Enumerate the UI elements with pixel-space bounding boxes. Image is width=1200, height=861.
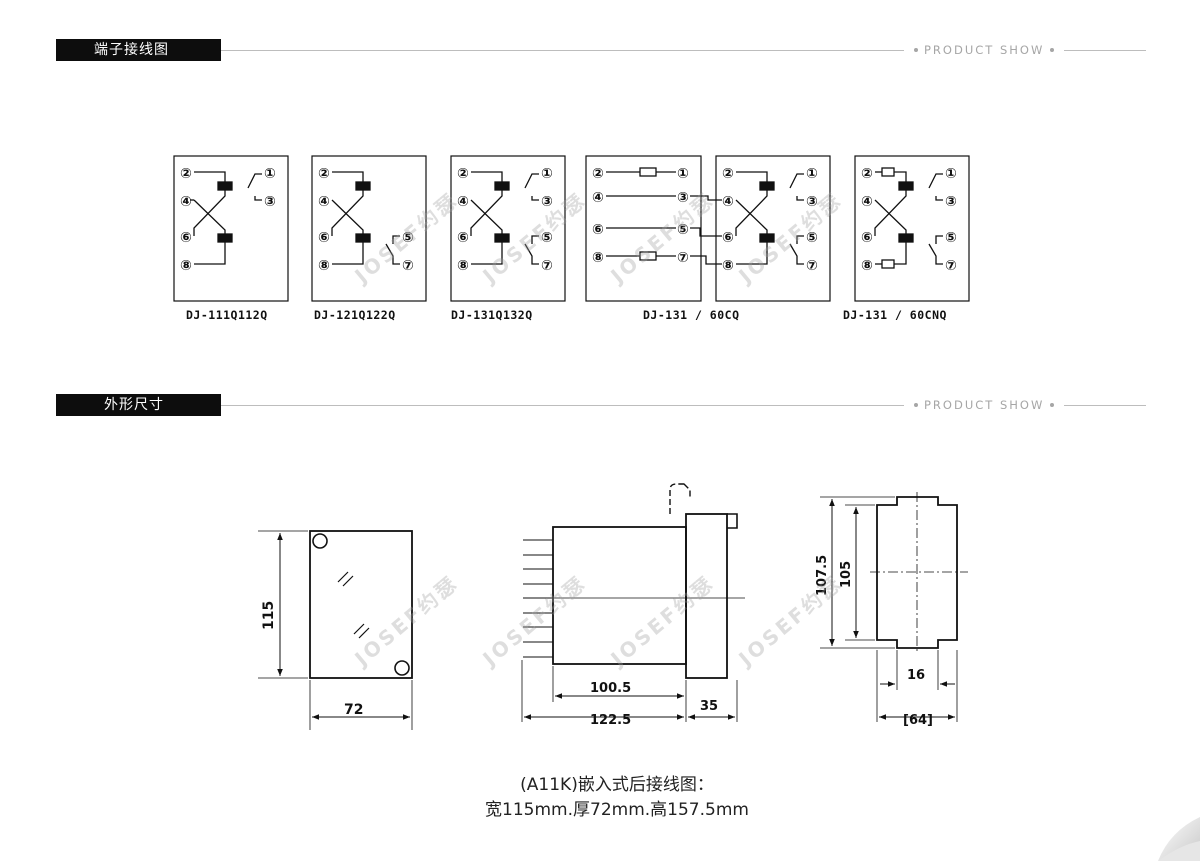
terminal-8: ⑧	[180, 258, 192, 274]
svg-text:②: ②	[592, 166, 604, 182]
svg-text:⑧: ⑧	[592, 250, 604, 266]
svg-text:⑤: ⑤	[677, 222, 689, 238]
svg-text:③: ③	[806, 194, 818, 210]
svg-text:④: ④	[861, 194, 873, 210]
dot-icon	[1050, 402, 1055, 407]
svg-text:④: ④	[457, 194, 469, 210]
section-tag-wiring: PRODUCT SHOW	[904, 43, 1065, 57]
svg-text:⑥: ⑥	[861, 230, 873, 246]
dim-height: 115	[261, 601, 277, 630]
terminal-3: ③	[264, 194, 276, 210]
caption-line-2: 宽115mm.厚72mm.高157.5mm	[485, 800, 749, 820]
svg-text:⑥: ⑥	[722, 230, 734, 246]
svg-text:⑦: ⑦	[945, 258, 957, 274]
svg-text:③: ③	[945, 194, 957, 210]
svg-text:②: ②	[861, 166, 873, 182]
dot-icon	[914, 47, 918, 52]
svg-text:③: ③	[541, 194, 553, 210]
svg-text:③: ③	[677, 190, 689, 206]
diagram-label-3: DJ-131Q132Q	[451, 308, 533, 322]
svg-text:①: ①	[677, 166, 689, 182]
terminal-2: ②	[180, 166, 192, 182]
section-title-wiring: 端子接线图	[56, 39, 221, 61]
svg-text:④: ④	[722, 194, 734, 210]
wiring-diagrams: ② ④ ⑥ ⑧ ① ③ ② ④ ⑥ ⑧ ⑤ ⑦ ② ④ ⑥ ⑧ ① ③ ⑤ ⑦ …	[173, 155, 970, 302]
svg-text:④: ④	[318, 194, 330, 210]
diagram-label-4: DJ-131 / 60CQ	[643, 308, 740, 322]
svg-text:①: ①	[806, 166, 818, 182]
dot-icon	[1050, 47, 1055, 52]
dim-depth-body: 100.5	[590, 681, 631, 696]
svg-text:⑤: ⑤	[541, 230, 553, 246]
dim-depth-total: 122.5	[590, 713, 631, 728]
svg-text:⑤: ⑤	[402, 230, 414, 246]
dim-front-depth: 35	[700, 699, 718, 714]
page-curl-icon	[1158, 817, 1200, 861]
diagram-label-5: DJ-131 / 60CNQ	[843, 308, 947, 322]
svg-text:②: ②	[457, 166, 469, 182]
terminal-1: ①	[264, 166, 276, 182]
svg-text:⑥: ⑥	[457, 230, 469, 246]
svg-text:⑧: ⑧	[861, 258, 873, 274]
svg-text:⑦: ⑦	[402, 258, 414, 274]
section-divider-dimensions	[221, 405, 1146, 406]
svg-text:⑧: ⑧	[722, 258, 734, 274]
svg-text:⑥: ⑥	[592, 222, 604, 238]
terminal-6: ⑥	[180, 230, 192, 246]
caption-line-1: (A11K)嵌入式后接线图：	[520, 775, 714, 795]
diagram-label-1: DJ-111Q112Q	[186, 308, 268, 322]
dim-cutout-outer: 107.5	[815, 555, 830, 596]
svg-text:④: ④	[592, 190, 604, 206]
svg-text:②: ②	[722, 166, 734, 182]
dim-slot: 16	[907, 668, 925, 683]
dim-width: 72	[344, 702, 363, 718]
svg-text:②: ②	[318, 166, 330, 182]
dim-panel: [64]	[903, 713, 933, 728]
diagram-label-2: DJ-121Q122Q	[314, 308, 396, 322]
svg-text:⑦: ⑦	[541, 258, 553, 274]
section-title-dimensions: 外形尺寸	[56, 394, 221, 416]
front-view	[258, 530, 413, 730]
dot-icon	[914, 402, 918, 407]
svg-text:①: ①	[945, 166, 957, 182]
svg-text:⑦: ⑦	[677, 250, 689, 266]
section-tag-dimensions: PRODUCT SHOW	[904, 398, 1065, 412]
svg-text:①: ①	[541, 166, 553, 182]
relay-panel-1	[190, 171, 262, 265]
side-view	[521, 483, 745, 722]
svg-text:⑥: ⑥	[318, 230, 330, 246]
terminal-4: ④	[180, 194, 192, 210]
cutout-view	[820, 492, 968, 722]
svg-text:⑦: ⑦	[806, 258, 818, 274]
svg-text:⑤: ⑤	[806, 230, 818, 246]
dim-cutout-inner: 105	[839, 561, 854, 588]
svg-text:⑧: ⑧	[318, 258, 330, 274]
section-divider-wiring	[221, 50, 1146, 51]
svg-text:⑤: ⑤	[945, 230, 957, 246]
dimension-drawings: 115 72 100.5 122.5 35 107.5 105 16 [64]	[258, 483, 968, 730]
svg-text:⑧: ⑧	[457, 258, 469, 274]
